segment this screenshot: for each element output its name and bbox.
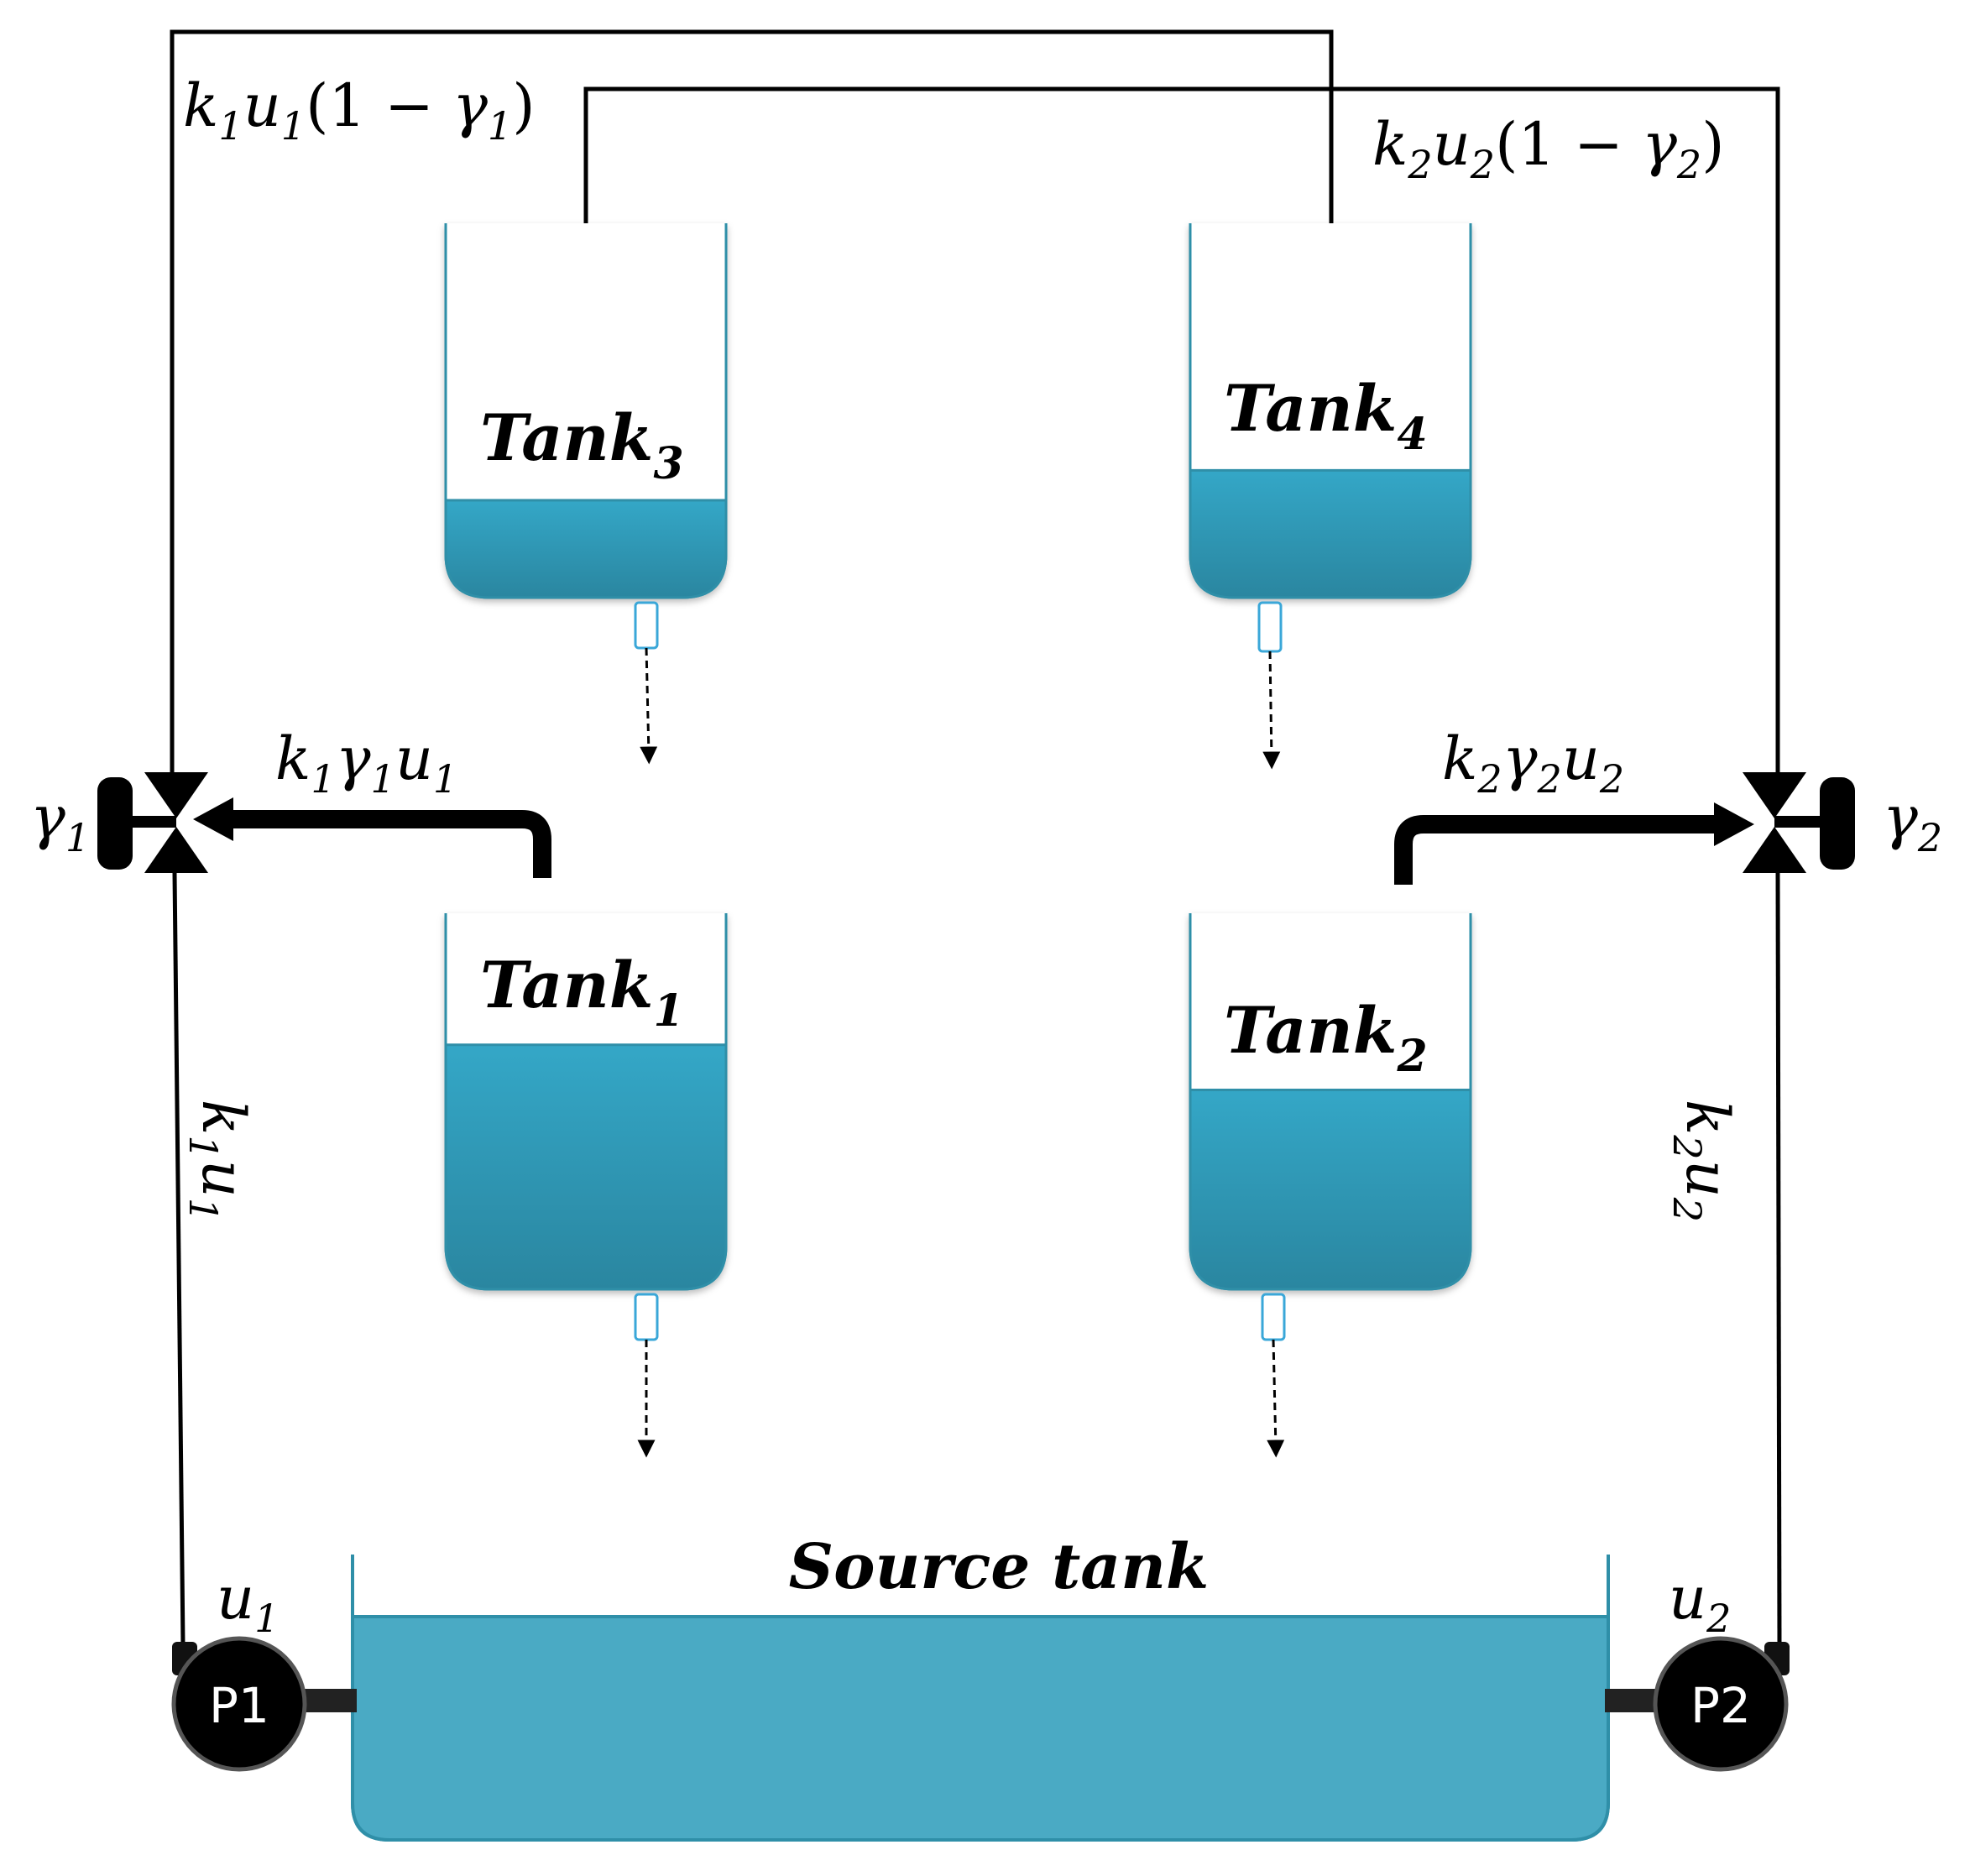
tank-4-water bbox=[1189, 468, 1472, 599]
flow-label-split-left: k1γ1u1 bbox=[275, 724, 457, 802]
tank-3-water bbox=[444, 499, 728, 599]
tank-2 bbox=[1189, 913, 1472, 1291]
tank-4-label: Tank4 bbox=[1224, 371, 1428, 460]
pump-2-label: P2 bbox=[1690, 1677, 1751, 1734]
flow-label-top-right: k2u2(1 − γ2) bbox=[1372, 110, 1725, 187]
arrow-split-right bbox=[1714, 802, 1754, 846]
tank-1-label: Tank1 bbox=[480, 948, 684, 1037]
valve-1-label: γ1 bbox=[30, 783, 90, 860]
tank-2-outlet bbox=[1261, 1293, 1286, 1458]
pump-2[interactable]: P2 bbox=[1605, 1636, 1790, 1772]
source-tank bbox=[351, 1555, 1610, 1842]
pipe-valve1-to-tank4 bbox=[170, 29, 1344, 772]
valve-gamma2[interactable] bbox=[1743, 772, 1855, 873]
tank-2-water bbox=[1189, 1089, 1472, 1291]
pump-1-input-label: u1 bbox=[217, 1564, 279, 1641]
pump-1-label: P1 bbox=[209, 1677, 269, 1734]
tank-2-label: Tank2 bbox=[1224, 993, 1428, 1082]
source-tank-label: Source tank bbox=[789, 1531, 1210, 1603]
source-tank-water bbox=[351, 1615, 1610, 1842]
flow-label-split-right: k2γ2u2 bbox=[1442, 724, 1624, 802]
tank-4 bbox=[1189, 223, 1472, 599]
pump-2-input-label: u2 bbox=[1669, 1564, 1731, 1641]
valve-gamma1[interactable] bbox=[97, 772, 208, 873]
pipe-valve2-to-tank3 bbox=[573, 86, 1780, 772]
tank-1-water bbox=[444, 1043, 728, 1291]
tank-3-label: Tank3 bbox=[480, 400, 684, 489]
pipe-pump2-to-valve2 bbox=[1775, 872, 1782, 1646]
pipe-split-right bbox=[1394, 815, 1729, 885]
tank-4-outlet bbox=[1257, 601, 1283, 770]
tank-3 bbox=[444, 223, 728, 599]
pipe-pump1-to-valve1 bbox=[172, 872, 186, 1646]
flow-label-side-left: k1u1 bbox=[180, 1100, 258, 1222]
tank-1 bbox=[444, 913, 728, 1291]
pipe-split-left bbox=[214, 810, 551, 878]
flow-label-side-right: k2u2 bbox=[1664, 1100, 1742, 1222]
tank-1-outlet bbox=[634, 1293, 659, 1458]
valve-2-label: γ2 bbox=[1883, 783, 1942, 860]
pump-1[interactable]: P1 bbox=[171, 1636, 357, 1772]
arrow-split-left bbox=[193, 797, 233, 841]
tank-3-outlet bbox=[634, 601, 659, 765]
flow-label-top-left: k1u1(1 − γ1) bbox=[183, 71, 536, 149]
